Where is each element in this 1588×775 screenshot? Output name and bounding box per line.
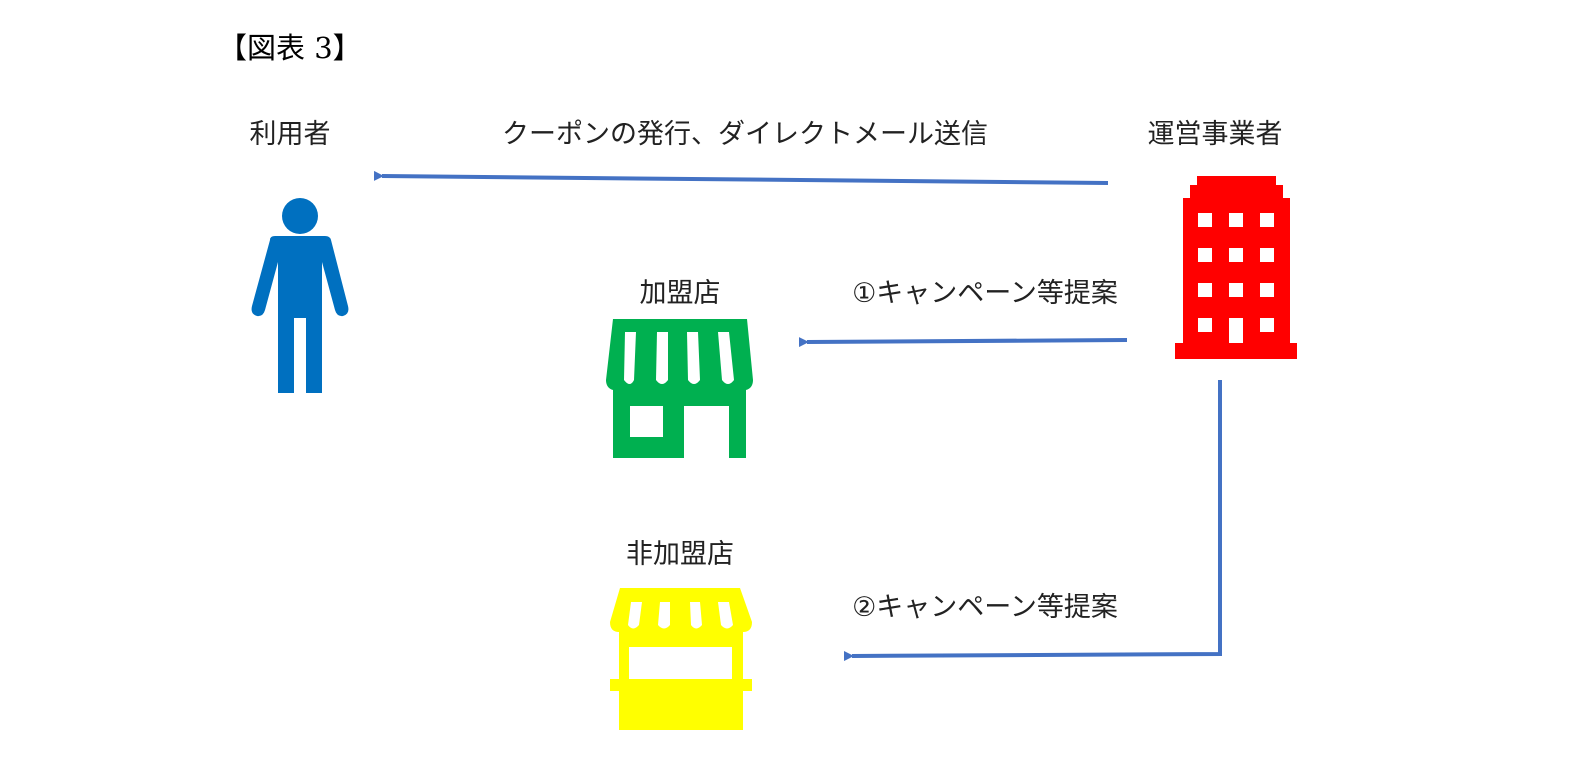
office-building-icon [1175,176,1297,359]
non-member-store-label: 非加盟店 [626,539,734,570]
operator-label: 運営事業者 [1148,119,1283,150]
edge-label-non-member: ②キャンペーン等提案 [852,592,1118,623]
arrow-operator-to-non-member [843,380,1222,662]
member-store-label: 加盟店 [640,278,721,309]
non-member-store-icon [610,588,752,730]
user-label: 利用者 [250,119,331,150]
figure-title: 【図表 3】 [218,31,362,65]
member-store-icon [606,319,753,458]
arrow-operator-to-member [798,337,1128,348]
person-icon [251,198,349,393]
edge-label-member: ①キャンペーン等提案 [852,278,1118,309]
edge-label-user: クーポンの発行、ダイレクトメール送信 [502,119,988,150]
arrow-operator-to-user [373,170,1109,185]
